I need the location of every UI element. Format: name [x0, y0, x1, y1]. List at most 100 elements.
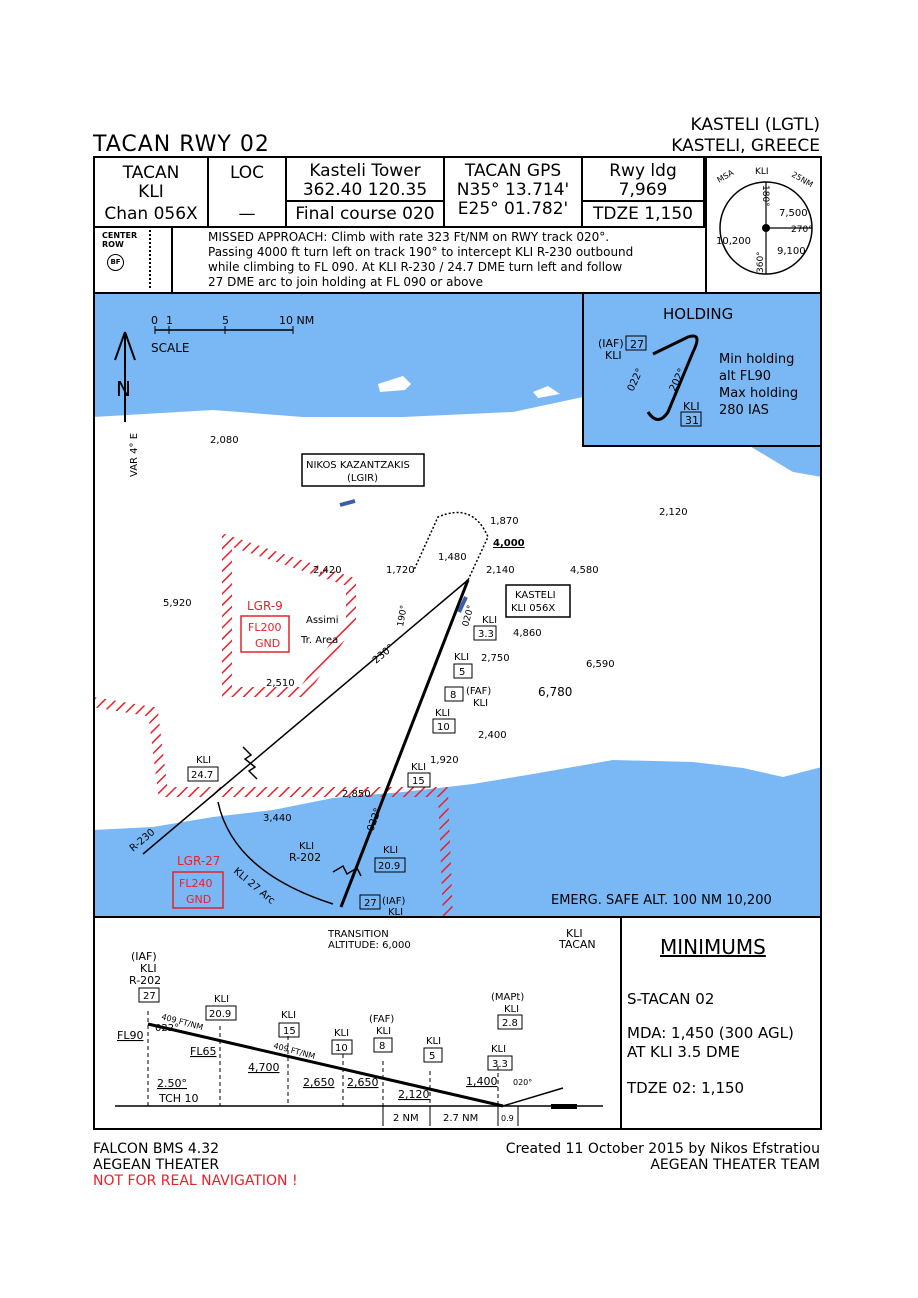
assimi-label-2: Tr. Area [300, 635, 338, 646]
fix-kli: KLI [388, 907, 403, 918]
prof-gs: 2.50° [157, 1077, 187, 1090]
info-box: TACAN KLI Chan 056X LOC — Kasteli Tower … [93, 156, 822, 294]
footer-theater: AEGEAN THEATER [93, 1157, 220, 1173]
airport-location: KASTELI, GREECE [671, 136, 820, 156]
missed-climb [502, 1087, 564, 1107]
prof-20.9: 20.9 [209, 1009, 231, 1020]
north-arrow-icon [114, 331, 136, 422]
msa-divider [705, 158, 707, 292]
scale-1: 1 [166, 314, 173, 327]
fix-15: 15 [412, 776, 425, 787]
elev: 1,920 [430, 755, 459, 766]
prof-022: 022° [155, 1023, 179, 1034]
airport-name: KASTELI (LGTL) [690, 115, 820, 135]
prof-kli: KLI [281, 1010, 296, 1021]
scale-label: SCALE [151, 341, 189, 355]
prof-1400: 1,400 [466, 1075, 498, 1088]
missed-approach-track [412, 511, 489, 581]
prof-kli: KLI [214, 994, 229, 1005]
lgr27-upper: FL240 [179, 877, 212, 890]
missed-line: Passing 4000 ft turn left on track 190° … [208, 245, 634, 259]
holding-text: alt FL90 [719, 369, 771, 384]
minimums-title: MINIMUMS [660, 935, 766, 959]
prof-10: 10 [335, 1043, 348, 1054]
prof-2.8: 2.8 [502, 1018, 518, 1029]
msa-alt-ne: 7,500 [779, 208, 808, 219]
prof-4700: 4,700 [248, 1061, 280, 1074]
scale-10: 10 NM [279, 314, 314, 327]
holding-27-box [625, 335, 647, 351]
fix-iaf: (IAF) [382, 896, 405, 907]
fix-10: 10 [437, 722, 450, 733]
scale-0: 0 [151, 314, 158, 327]
elev: 5,920 [163, 598, 192, 609]
break-icon [242, 746, 258, 780]
prof-2.7nm: 2.7 NM [443, 1113, 478, 1124]
minimums-mda: MDA: 1,450 (300 AGL) [627, 1024, 794, 1042]
nav-id: KLI [138, 182, 164, 202]
holding-31: 31 [685, 414, 699, 427]
minimums-dme: AT KLI 3.5 DME [627, 1043, 740, 1061]
rwy-tdze: TDZE 1,150 [583, 200, 703, 228]
prof-8: 8 [379, 1041, 385, 1052]
elev: 4,860 [513, 628, 542, 639]
bf-label: BF [110, 258, 121, 266]
elev: 1,870 [490, 516, 519, 527]
lgr9-box [240, 615, 290, 653]
minimums-approach: S-TACAN 02 [627, 990, 714, 1008]
iaf-r202: R-202 [129, 974, 161, 987]
footer-right: Created 11 October 2015 by Nikos Efstrat… [506, 1141, 820, 1173]
scale-5: 5 [222, 314, 229, 327]
prof-0.9nm: 0.9 [501, 1114, 514, 1123]
loc-value: — [238, 204, 256, 224]
dme-fixes: KLI 3.3 KLI 5 8 (FAF) KLI KLI 10 KLI 15 … [187, 615, 497, 918]
elev-4000: 4,000 [493, 538, 525, 549]
fix-kli: KLI [482, 615, 497, 626]
kasteli-freq: KLI 056X [511, 603, 555, 614]
elev: 2,510 [266, 678, 295, 689]
holding-kli: KLI [605, 349, 622, 362]
transition-label: TRANSITION [327, 929, 389, 940]
iaf-label: (IAF) [131, 950, 157, 963]
elev: 6,590 [586, 659, 615, 670]
lgir-code: (LGIR) [347, 473, 378, 484]
lgtl-runway [457, 596, 468, 613]
holding-27: 27 [630, 338, 644, 351]
radial-230 [142, 579, 469, 855]
runway-cell: Rwy ldg 7,969 TDZE 1,150 [583, 158, 705, 226]
elev: 1,480 [438, 552, 467, 563]
prof-tch: TCH 10 [158, 1092, 199, 1105]
prof-27: 27 [143, 991, 156, 1002]
msa-id: KLI [755, 167, 769, 177]
lgir-box [301, 453, 425, 487]
lgr9-label: LGR-9 [247, 599, 283, 613]
msa-alt-se: 9,100 [777, 246, 806, 257]
msa-b180: 180° [760, 185, 770, 207]
center-row-label: CENTER ROW [102, 231, 138, 249]
prof-2650: 2,650 [303, 1076, 335, 1089]
elev: 4,580 [570, 565, 599, 576]
fix-20.9: 20.9 [378, 861, 400, 872]
prof-2120: 2,120 [398, 1088, 430, 1101]
fix-kli: KLI [411, 762, 426, 773]
elev: 2,400 [478, 730, 507, 741]
elev: 1,720 [386, 565, 415, 576]
profile-labels: TRANSITION ALTITUDE: 6,000 KLI TACAN (IA… [117, 927, 596, 1126]
prof-kli: KLI [376, 1026, 391, 1037]
profile-border [93, 916, 822, 1130]
elev: 2,850 [342, 789, 371, 800]
footer-sim: FALCON BMS 4.32 [93, 1141, 220, 1157]
prof-faf: (FAF) [369, 1014, 394, 1025]
north-label: N [116, 377, 131, 401]
fix-kli: KLI [383, 845, 398, 856]
fix-kli: KLI [299, 841, 314, 852]
elev: 2,080 [210, 435, 239, 446]
prof-kli: KLI [334, 1028, 349, 1039]
missed-approach-text: MISSED APPROACH: Climb with rate 323 Ft/… [208, 230, 708, 290]
prof-020: 020° [513, 1078, 532, 1087]
gps-cell: TACAN GPS N35° 13.714' E25° 01.782' [445, 158, 583, 226]
prof-fl90: FL90 [117, 1029, 143, 1042]
kli-tacan-label: KLI [566, 927, 583, 940]
minimums-tdze: TDZE 02: 1,150 [626, 1079, 744, 1097]
assimi-label: Assimi [306, 615, 339, 626]
